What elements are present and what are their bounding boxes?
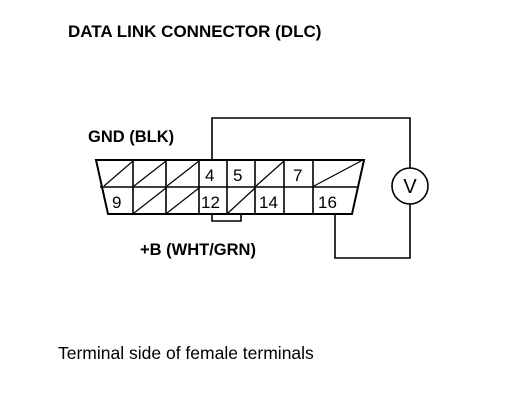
terminal-7: 7	[293, 166, 302, 185]
b-plus-label: +B (WHT/GRN)	[140, 241, 256, 259]
terminal-5: 5	[233, 166, 242, 185]
terminal-14: 14	[259, 193, 278, 212]
connector-key	[211, 214, 242, 222]
test-leads	[211, 117, 411, 259]
diagram-title: DATA LINK CONNECTOR (DLC)	[68, 22, 321, 41]
empty-cavity-marks	[103, 160, 362, 214]
terminal-16: 16	[318, 193, 337, 212]
terminal-4: 4	[205, 166, 214, 185]
voltmeter-icon: V	[391, 167, 429, 205]
terminal-12: 12	[201, 193, 220, 212]
caption: Terminal side of female terminals	[58, 343, 314, 363]
voltmeter-label: V	[403, 176, 417, 198]
gnd-label: GND (BLK)	[88, 128, 174, 146]
connector-grid	[132, 160, 314, 214]
terminal-9: 9	[112, 193, 121, 212]
